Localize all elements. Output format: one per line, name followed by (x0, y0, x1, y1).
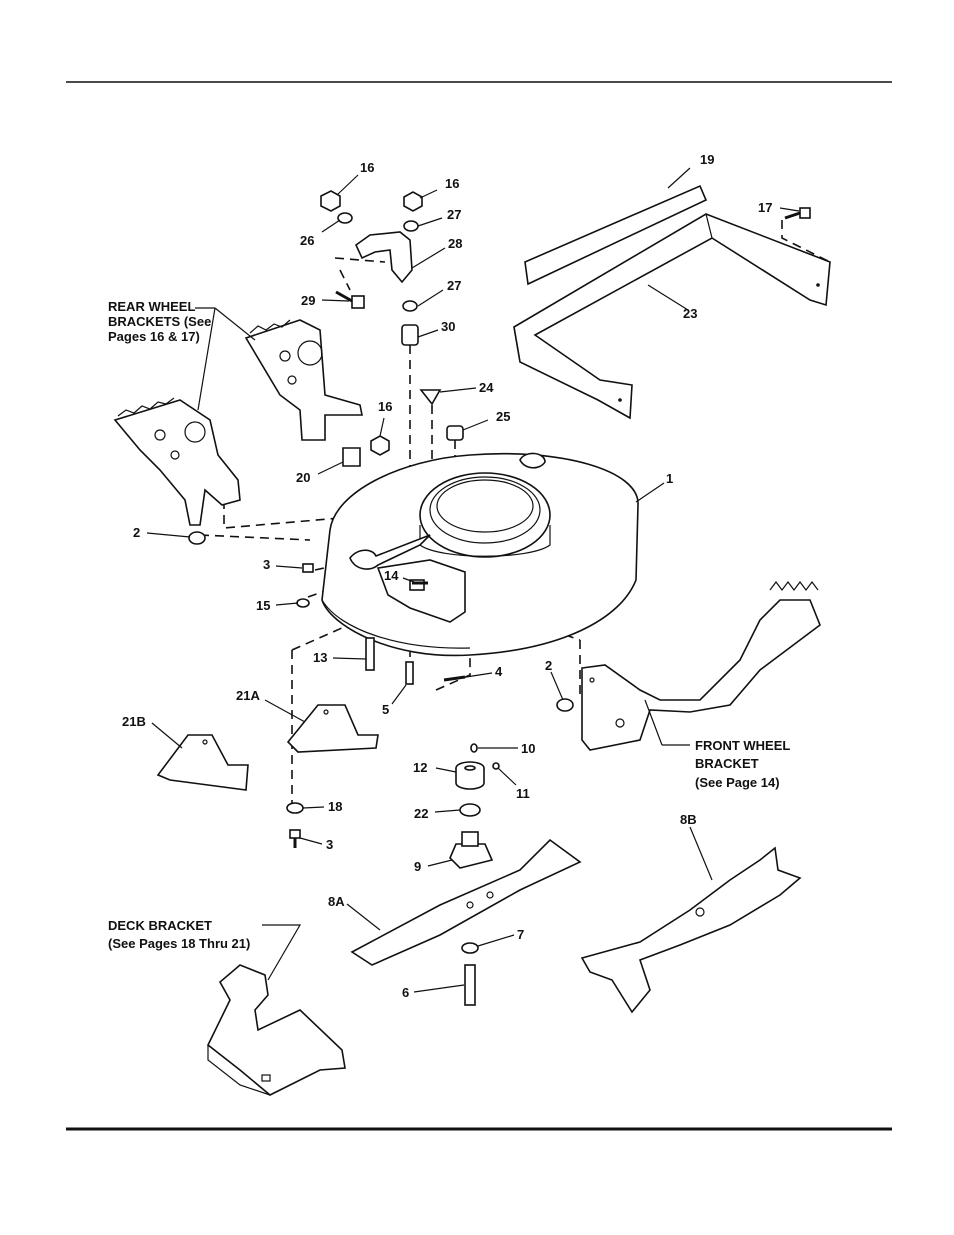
callout-9: 9 (414, 859, 421, 874)
part-1-deck (322, 453, 638, 655)
note-line: FRONT WHEEL (695, 738, 790, 753)
callout-3: 3 (263, 557, 270, 572)
part-21a-bracket (288, 705, 378, 752)
note-line: (See Pages 18 Thru 21) (108, 936, 250, 951)
callout-4: 4 (495, 664, 503, 679)
callout-14: 14 (384, 568, 399, 583)
rear-wheel-bracket-right (246, 320, 362, 440)
part-21b-bracket (158, 735, 248, 790)
rear-wheel-bracket-left (115, 398, 240, 525)
note-line: Pages 16 & 17) (108, 329, 200, 344)
callout-27: 27 (447, 207, 461, 222)
callout-19: 19 (700, 152, 714, 167)
callout-7: 7 (517, 927, 524, 942)
note-line: BRACKET (695, 756, 759, 771)
callout-8a: 8A (328, 894, 345, 909)
callout-29: 29 (301, 293, 315, 308)
callout-1: 1 (666, 471, 673, 486)
callout-16: 16 (445, 176, 459, 191)
rear-wheel-note: REAR WHEEL BRACKETS (See Pages 16 & 17) (108, 299, 211, 344)
note-line: DECK BRACKET (108, 918, 212, 933)
callout-23: 23 (683, 306, 697, 321)
callout-13: 13 (313, 650, 327, 665)
callout-21b: 21B (122, 714, 146, 729)
callout-11: 11 (516, 786, 530, 801)
callout-16: 16 (360, 160, 374, 175)
part-23-baffle (514, 214, 830, 418)
callout-24: 24 (479, 380, 494, 395)
note-line: BRACKETS (See (108, 314, 211, 329)
callout-21a: 21A (236, 688, 260, 703)
hole (618, 398, 622, 402)
hole (816, 283, 820, 287)
callout-6: 6 (402, 985, 409, 1000)
callout-28: 28 (448, 236, 462, 251)
callout-12: 12 (413, 760, 427, 775)
callout-27: 27 (447, 278, 461, 293)
callout-20: 20 (296, 470, 310, 485)
callout-10: 10 (521, 741, 535, 756)
callout-8b: 8B (680, 812, 697, 827)
callout-2: 2 (133, 525, 140, 540)
callout-2: 2 (545, 658, 552, 673)
callout-18: 18 (328, 799, 342, 814)
callout-25: 25 (496, 409, 510, 424)
callout-22: 22 (414, 806, 428, 821)
callout-15: 15 (256, 598, 270, 613)
note-line: REAR WHEEL (108, 299, 195, 314)
deck-bracket-note: DECK BRACKET (See Pages 18 Thru 21) (108, 918, 250, 951)
callout-5: 5 (382, 702, 389, 717)
front-wheel-note: FRONT WHEEL BRACKET (See Page 14) (695, 738, 790, 790)
callout-17: 17 (758, 200, 772, 215)
part-8b-blade (582, 848, 800, 1012)
callout-3: 3 (326, 837, 333, 852)
deck-bracket (208, 965, 345, 1095)
callout-30: 30 (441, 319, 455, 334)
callout-26: 26 (300, 233, 314, 248)
callout-16: 16 (378, 399, 392, 414)
note-line: (See Page 14) (695, 775, 780, 790)
